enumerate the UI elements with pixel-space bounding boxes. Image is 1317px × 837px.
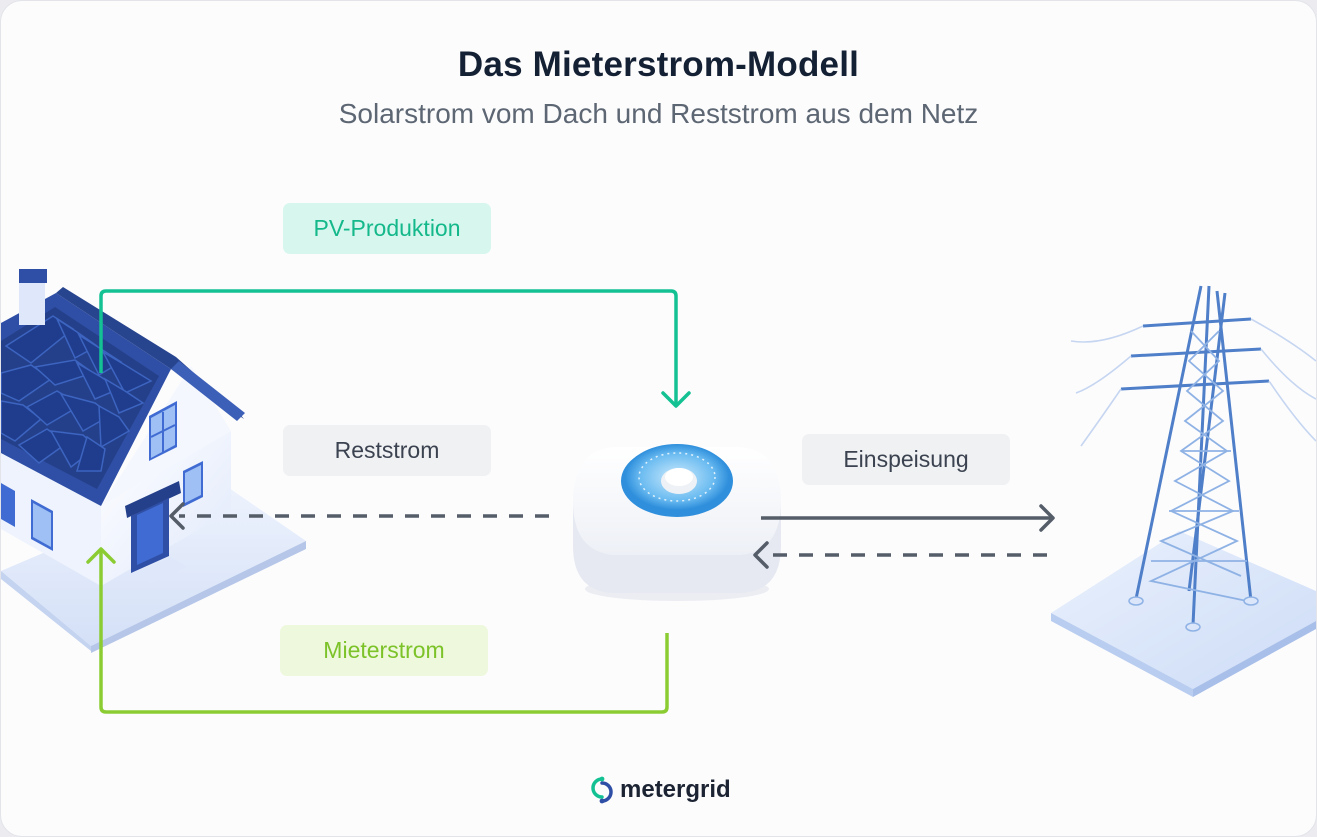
grid-supply-flow-arrowhead bbox=[753, 541, 769, 569]
reststrom-label: Reststrom bbox=[283, 425, 491, 476]
pv-production-label: PV-Produktion bbox=[283, 203, 491, 254]
mieterstrom-flow-arrowhead bbox=[86, 547, 116, 564]
house-icon bbox=[1, 269, 306, 653]
power-pylon-icon bbox=[1051, 285, 1316, 697]
brand-name: metergrid bbox=[620, 776, 731, 803]
mieterstrom-flow-line bbox=[99, 551, 669, 714]
diagram-title: Das Mieterstrom-Modell bbox=[457, 45, 860, 84]
mieterstrom-label: Mieterstrom bbox=[280, 625, 488, 676]
metergrid-logo-icon bbox=[591, 776, 613, 804]
diagram-subtitle: Solarstrom vom Dach und Reststrom aus de… bbox=[338, 98, 979, 129]
pv-flow-arrowhead bbox=[661, 391, 691, 408]
reststrom-flow-arrowhead bbox=[169, 502, 185, 530]
einspeisung-label: Einspeisung bbox=[802, 434, 1010, 485]
einspeisung-flow-arrowhead bbox=[1039, 504, 1055, 532]
smart-meter-icon bbox=[573, 444, 781, 601]
brand-logo: metergrid bbox=[591, 773, 731, 807]
pv-flow-line bbox=[99, 289, 678, 404]
